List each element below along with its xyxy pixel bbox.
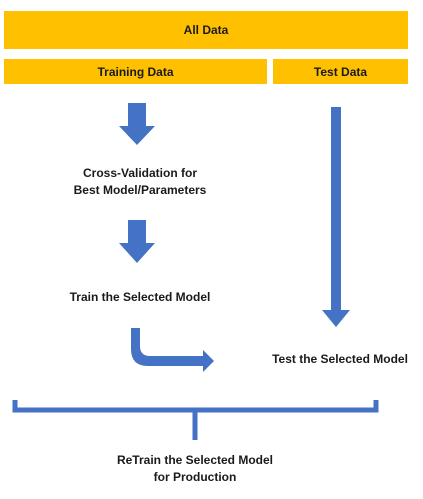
test-data-label: Test Data — [313, 64, 368, 79]
all-data-label: All Data — [183, 23, 229, 37]
bracket — [12, 400, 379, 413]
test-step-label: Test the Selected Model — [272, 352, 408, 366]
retrain-step: ReTrain the Selected Model for Productio… — [95, 452, 295, 486]
test-data-box: Test Data — [273, 59, 408, 84]
retrain-line-1: ReTrain the Selected Model — [116, 453, 274, 467]
training-data-label: Training Data — [97, 64, 174, 79]
train-step-label: Train the Selected Model — [69, 290, 211, 304]
cross-validation-line-1: Cross-Validation for — [82, 166, 198, 180]
cross-validation-step: Cross-Validation for Best Model/Paramete… — [60, 165, 220, 199]
down-arrow-to-train — [119, 220, 155, 263]
retrain-line-2: for Production — [153, 470, 237, 484]
training-data-box: Training Data — [4, 59, 267, 84]
all-data-box: All Data — [4, 11, 408, 49]
down-arrow-test-data-to-test — [322, 107, 350, 327]
test-step: Test the Selected Model — [255, 351, 423, 368]
train-step: Train the Selected Model — [40, 289, 240, 306]
down-arrow-to-cross-validation — [119, 103, 155, 145]
bent-arrow-train-to-test — [131, 328, 214, 372]
cross-validation-line-2: Best Model/Parameters — [73, 183, 207, 197]
